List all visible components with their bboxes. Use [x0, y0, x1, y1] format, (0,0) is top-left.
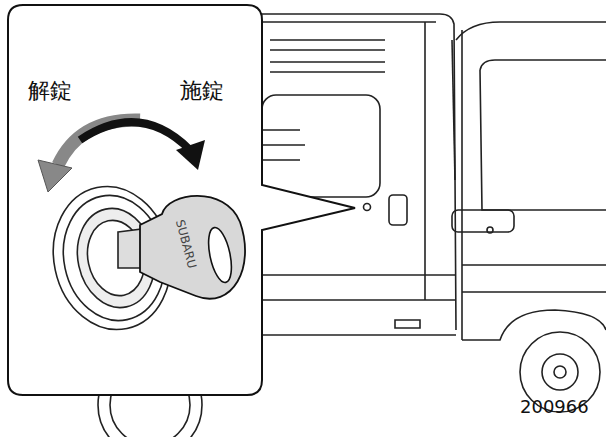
key: [140, 196, 245, 299]
figure-number: 200966: [520, 398, 589, 416]
lock-label: 施錠: [180, 80, 224, 102]
unlock-label: 解錠: [28, 80, 72, 102]
inset-frame: [8, 5, 355, 395]
turn-arrows: [38, 120, 205, 192]
